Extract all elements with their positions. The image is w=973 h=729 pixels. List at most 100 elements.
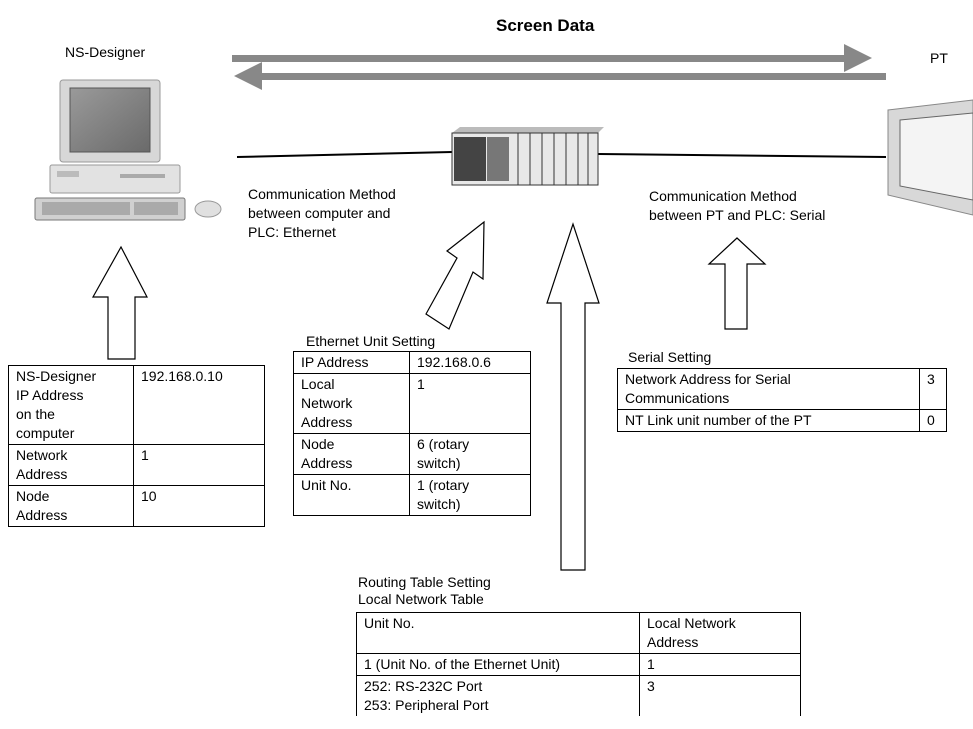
ethernet-settings-arrow	[425, 220, 485, 330]
cell-line: 1 (Unit No. of the Ethernet Unit)	[364, 656, 561, 672]
screen-data-title: Screen Data	[496, 16, 595, 35]
table-cell: Network Address for Serial Communication…	[617, 368, 920, 410]
table-cell: 1 (rotary switch)	[409, 474, 531, 516]
plc-icon	[451, 127, 604, 186]
ns-designer-label: NS-Designer	[65, 44, 146, 60]
table-cell: Node Address	[8, 485, 134, 527]
ethernet-method-line: Communication Method	[248, 186, 396, 202]
cell-line: Unit No.	[301, 477, 352, 493]
table-cell: NT Link unit number of the PT	[617, 409, 920, 432]
cell-line: Unit No.	[364, 615, 415, 631]
cell-line: NT Link unit number of the PT	[625, 412, 812, 428]
table-row: Unit No. 1 (rotary switch)	[293, 474, 531, 516]
table-cell: 1 (Unit No. of the Ethernet Unit)	[356, 653, 640, 676]
table-row: 252: RS-232C Port 253: Peripheral Port 3	[356, 675, 801, 716]
cell-line: Node	[16, 488, 50, 504]
cell-line: 253: Peripheral Port	[364, 697, 489, 713]
routing-settings-arrow	[546, 222, 600, 571]
serial-method-line: between PT and PLC: Serial	[649, 207, 826, 223]
table-cell: 3	[919, 368, 947, 410]
table-cell: NS-Designer IP Address on the computer	[8, 365, 134, 445]
table-cell: 1	[133, 444, 265, 486]
cell-line: 3	[927, 371, 935, 387]
ethernet-method-line: PLC: Ethernet	[248, 224, 336, 240]
table-row: Network Address for Serial Communication…	[617, 368, 947, 410]
cell-line: IP Address	[16, 387, 84, 403]
ethernet-cable-line	[236, 151, 453, 158]
screen-data-left-arrow	[234, 62, 886, 90]
table-row: Node Address 6 (rotary switch)	[293, 433, 531, 475]
serial-cable-line	[597, 153, 887, 158]
cell-line: Address	[647, 634, 699, 650]
cell-line: NS-Designer	[16, 368, 97, 384]
serial-method-label: Communication Method between PT and PLC:…	[649, 187, 825, 225]
table-cell: 6 (rotary switch)	[409, 433, 531, 475]
table-cell: 192.168.0.6	[409, 351, 531, 374]
table-row: NS-Designer IP Address on the computer 1…	[8, 365, 265, 445]
table-cell: Node Address	[293, 433, 410, 475]
cell-line: computer	[16, 425, 75, 441]
table-row: Unit No. Local Network Address	[356, 612, 801, 654]
cell-line: 1 (rotary	[417, 477, 470, 493]
table-cell: 1	[409, 373, 531, 434]
table-cell: 252: RS-232C Port 253: Peripheral Port	[356, 675, 640, 716]
cell-line: switch)	[417, 496, 461, 512]
cell-line: 1	[141, 447, 149, 463]
cell-line: Node	[301, 436, 335, 452]
pt-terminal-icon	[887, 99, 973, 216]
ethernet-method-line: between computer and	[248, 205, 391, 221]
ethernet-method-label: Communication Method between computer an…	[248, 185, 396, 242]
serial-method-line: Communication Method	[649, 188, 797, 204]
cell-line: Network	[301, 395, 353, 411]
caption-line: Local Network Table	[358, 591, 484, 607]
computer-icon	[34, 79, 222, 221]
table-row: NT Link unit number of the PT 0	[617, 409, 947, 432]
cell-line: Local Network	[647, 615, 736, 631]
cell-line: Communications	[625, 390, 730, 406]
computer-settings-table: NS-Designer IP Address on the computer 1…	[8, 365, 265, 527]
cell-line: Address	[301, 414, 353, 430]
computer-settings-arrow	[91, 245, 148, 360]
cell-line: 1	[647, 656, 655, 672]
cell-line: 192.168.0.10	[141, 368, 223, 384]
table-row: Local Network Address 1	[293, 373, 531, 434]
cell-line: 0	[927, 412, 935, 428]
table-cell: IP Address	[293, 351, 410, 374]
table-row: IP Address 192.168.0.6	[293, 351, 531, 374]
table-cell: Unit No.	[293, 474, 410, 516]
routing-table-caption: Routing Table Setting Local Network Tabl…	[358, 574, 491, 608]
cell-line: 252: RS-232C Port	[364, 678, 483, 694]
cell-line: 3	[647, 678, 655, 694]
serial-settings-table: Network Address for Serial Communication…	[617, 368, 947, 432]
cell-line: switch)	[417, 455, 461, 471]
table-cell: Network Address	[8, 444, 134, 486]
table-cell: Unit No.	[356, 612, 640, 654]
table-cell: 3	[639, 675, 801, 716]
table-cell: 0	[919, 409, 947, 432]
serial-settings-arrow	[707, 237, 767, 330]
cell-line: 6 (rotary	[417, 436, 470, 452]
table-row: 1 (Unit No. of the Ethernet Unit) 1	[356, 653, 801, 676]
cell-line: 192.168.0.6	[417, 354, 491, 370]
cell-line: Network	[16, 447, 68, 463]
ethernet-settings-table: IP Address 192.168.0.6 Local Network Add…	[293, 351, 531, 516]
cell-line: IP Address	[301, 354, 369, 370]
cell-line: Address	[16, 466, 68, 482]
table-cell: 10	[133, 485, 265, 527]
table-row: Network Address 1	[8, 444, 265, 486]
cell-line: Local	[301, 376, 335, 392]
table-cell: 1	[639, 653, 801, 676]
table-cell: Local Network Address	[293, 373, 410, 434]
pt-label: PT	[930, 50, 948, 66]
caption-line: Routing Table Setting	[358, 574, 491, 590]
ethernet-table-caption: Ethernet Unit Setting	[306, 333, 436, 349]
table-row: Node Address 10	[8, 485, 265, 527]
table-cell: Local Network Address	[639, 612, 801, 654]
serial-table-caption: Serial Setting	[628, 349, 712, 365]
cell-line: on the	[16, 406, 55, 422]
cell-line: 10	[141, 488, 157, 504]
table-cell: 192.168.0.10	[133, 365, 265, 445]
cell-line: 1	[417, 376, 425, 392]
cell-line: Address	[16, 507, 68, 523]
